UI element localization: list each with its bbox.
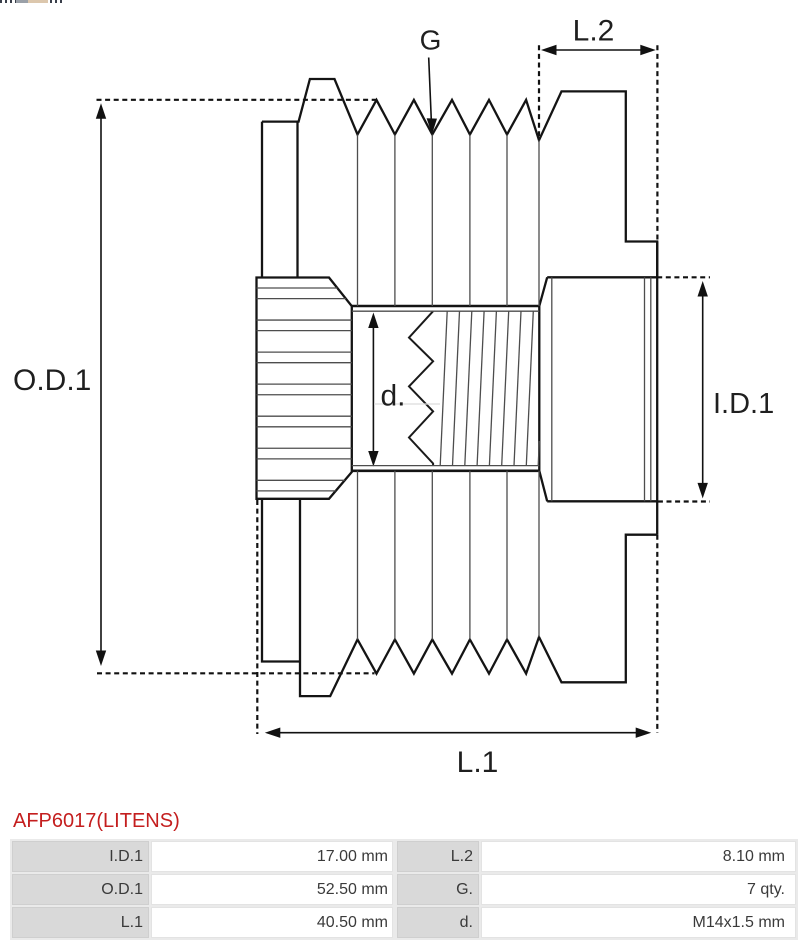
svg-text:O.D.1: O.D.1: [13, 364, 91, 397]
svg-text:L.1: L.1: [457, 746, 499, 779]
svg-text:G: G: [420, 24, 442, 55]
svg-text:L.2: L.2: [573, 15, 615, 48]
svg-text:I.D.1: I.D.1: [713, 388, 774, 420]
svg-text:d.: d.: [381, 380, 406, 413]
